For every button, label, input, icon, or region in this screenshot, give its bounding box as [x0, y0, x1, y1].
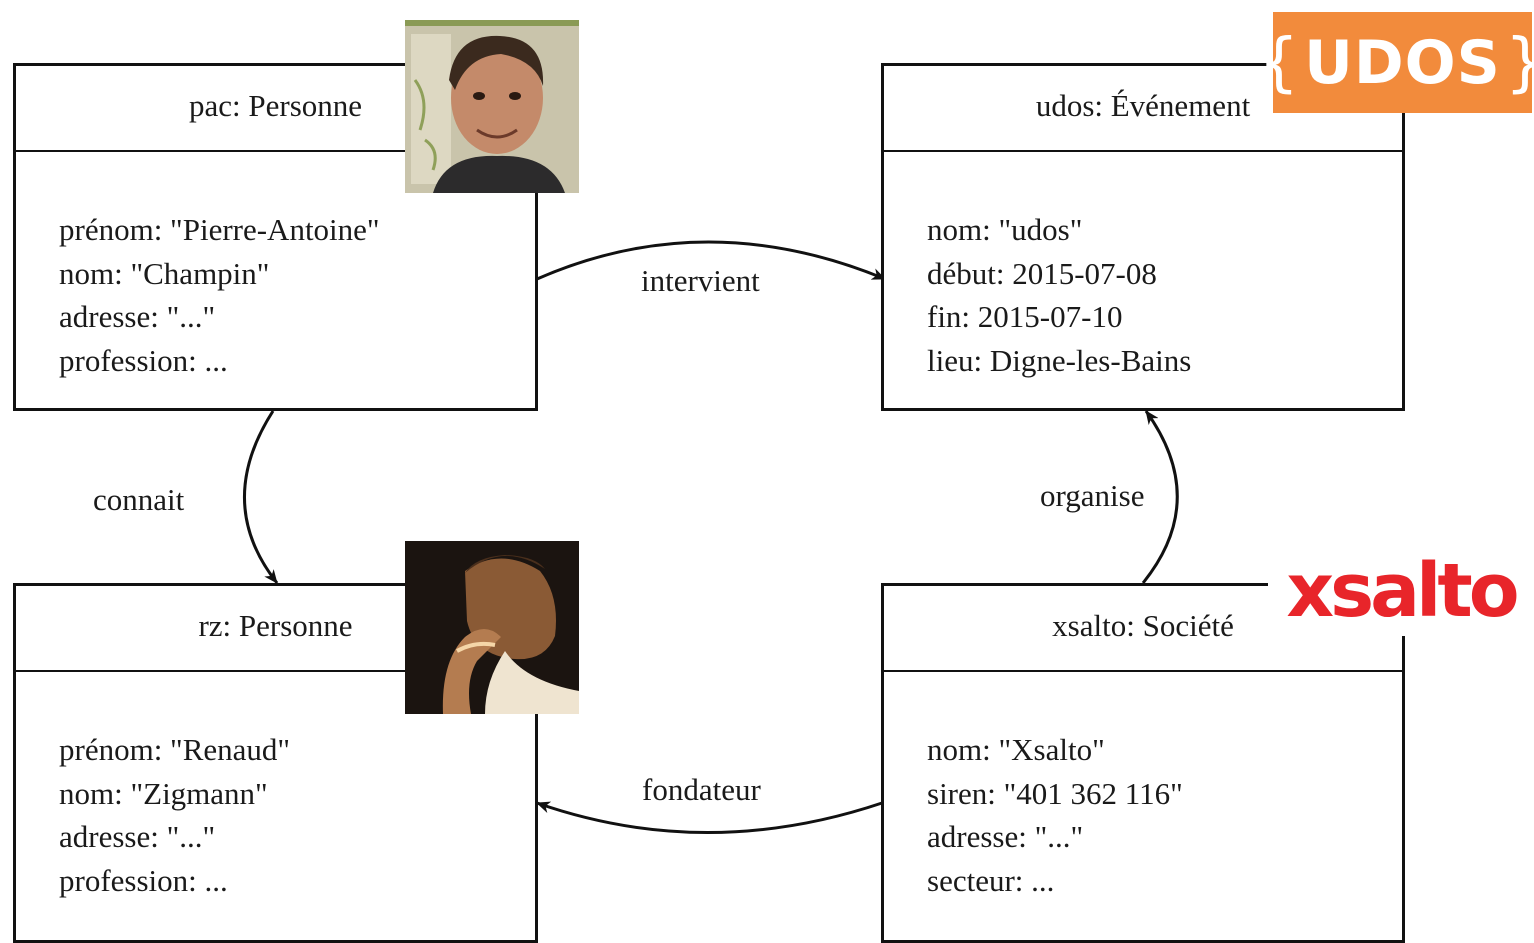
- edge-organise: [1141, 410, 1179, 584]
- node-xsalto-societe: xsalto: Société nom: "Xsalto" siren: "40…: [881, 583, 1405, 943]
- edge-fondateur: [536, 801, 883, 834]
- person-portrait-photo: [405, 20, 579, 193]
- attribute: prénom: "Renaud": [59, 732, 291, 767]
- node-attributes: nom: "Xsalto" siren: "401 362 116" adres…: [927, 728, 1183, 902]
- attribute: prénom: "Pierre-Antoine": [59, 212, 380, 247]
- edge-intervient: [536, 240, 886, 281]
- attribute: nom: "Xsalto": [927, 732, 1105, 767]
- edge-connait: [243, 410, 279, 584]
- node-title: rz: Personne: [16, 586, 535, 672]
- edge-label-fondateur: fondateur: [642, 772, 761, 807]
- attribute: nom: "Zigmann": [59, 775, 268, 811]
- attribute: début: 2015-07-08: [927, 255, 1157, 291]
- attribute: profession: ...: [59, 862, 228, 898]
- udos-logo-brace-open: {: [1258, 25, 1301, 100]
- attribute: siren: "401 362 116": [927, 775, 1183, 811]
- node-attributes: prénom: "Pierre-Antoine" nom: "Champin" …: [59, 208, 380, 382]
- attribute: nom: "udos": [927, 212, 1083, 247]
- attribute: profession: ...: [59, 342, 228, 378]
- attribute: fin: 2015-07-10: [927, 299, 1123, 334]
- udos-logo: { UDOS }: [1258, 12, 1534, 113]
- attribute: adresse: "...": [927, 819, 1084, 854]
- node-udos-evenement: udos: Événement nom: "udos" début: 2015-…: [881, 63, 1405, 411]
- node-title: xsalto: Société: [884, 586, 1402, 672]
- person-portrait-sepia-photo: [405, 541, 579, 714]
- attribute: adresse: "...": [59, 299, 216, 334]
- attribute: secteur: ...: [927, 862, 1055, 898]
- edge-label-organise: organise: [1040, 478, 1145, 513]
- edge-label-connait: connait: [93, 482, 185, 517]
- node-attributes: nom: "udos" début: 2015-07-08 fin: 2015-…: [927, 208, 1191, 382]
- node-title: pac: Personne: [16, 66, 535, 152]
- udos-logo-brace-close: }: [1505, 26, 1534, 100]
- attribute: lieu: Digne-les-Bains: [927, 342, 1192, 378]
- node-title: udos: Événement: [884, 66, 1402, 152]
- attribute: nom: "Champin": [59, 255, 270, 291]
- edge-label-intervient: intervient: [641, 263, 760, 298]
- udos-logo-text: UDOS: [1304, 27, 1501, 98]
- xsalto-logo-text: xsalto: [1286, 548, 1519, 634]
- attribute: adresse: "...": [59, 819, 216, 854]
- node-attributes: prénom: "Renaud" nom: "Zigmann" adresse:…: [59, 728, 290, 902]
- xsalto-logo: xsalto: [1268, 546, 1534, 636]
